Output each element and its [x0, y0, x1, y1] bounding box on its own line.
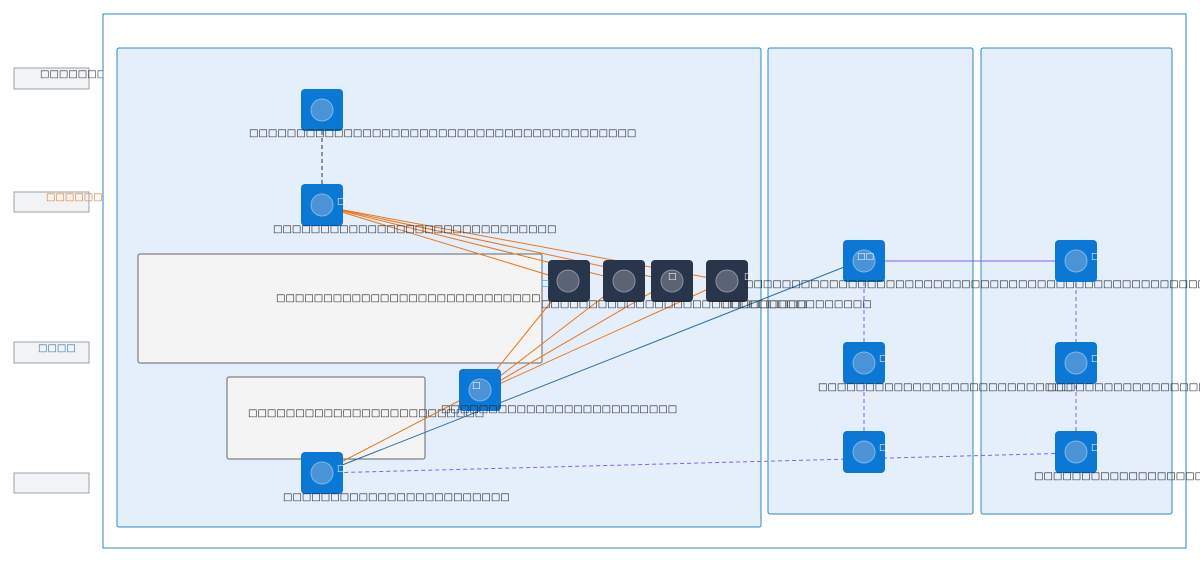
- node-3-icon: [468, 378, 492, 402]
- node-15-icon: [1064, 440, 1088, 464]
- node-1-icon: [310, 98, 334, 122]
- node-10-tag: □□: [857, 252, 874, 262]
- edge-blue: [321, 258, 864, 474]
- node-3-tag: □: [472, 381, 481, 391]
- node-14-tag: □: [1091, 354, 1100, 364]
- stack-node-4-icon: [715, 269, 739, 293]
- legend-swatch-2: [13, 191, 90, 213]
- stack-label: □□□□□□□□□□□□□□□□□□□□□□□□□□□□□□□□□□□: [541, 299, 872, 310]
- stack-node-3-icon: [660, 269, 684, 293]
- node-15-label: □□□□□□□□□□□□□□□□□□□□□□□□□□: [1034, 471, 1200, 482]
- node-9-label: □□□□□□□□□: [722, 299, 807, 310]
- node-15-tag: □: [1091, 443, 1100, 453]
- node-2-icon: [310, 193, 334, 217]
- node-11-label: □□□□□□□□□□□□□□□□□□□□□□□□□□□: [818, 382, 1073, 393]
- legend-swatch-3: [13, 341, 90, 364]
- edge-orange: [321, 205, 569, 282]
- legend-swatch-4: [13, 472, 90, 494]
- node-11-icon: [852, 351, 876, 375]
- stack-node-1-icon: [556, 269, 580, 293]
- node-14-icon: [1064, 351, 1088, 375]
- node-4-icon: [310, 461, 334, 485]
- node-13-icon: [1064, 249, 1088, 273]
- node-12-tag: □: [879, 443, 888, 453]
- stack-tag-right: □: [744, 272, 753, 282]
- node-10-label: □□□□□□□□□□□□□□□□□□□□□□□□□□□□□□□□□□□□□□□□…: [744, 279, 1200, 290]
- edge-orange: [322, 389, 481, 472]
- group-box-1: [137, 253, 543, 364]
- node-4-label: □□□□□□□□□□□□□□□□□□□□□□□□: [283, 492, 510, 503]
- node-11-tag: □: [879, 354, 888, 364]
- legend-label-3: □□□□: [38, 343, 76, 354]
- node-1-label: □□□□□□□□□□□□□□□□□□□□□□□□□□□□□□□□□□□□□□□□…: [249, 128, 636, 139]
- group-label-2: □□□□□□□□□□□□□□□□□□□□□□□□□: [248, 408, 484, 419]
- legend-swatch-1: [13, 67, 90, 90]
- stack-node-2-icon: [612, 269, 636, 293]
- edge-orange: [481, 280, 625, 391]
- node-12-icon: [852, 440, 876, 464]
- node-2-tag: □: [337, 197, 346, 207]
- group-label-1: □□□□□□□□□□□□□□□□□□□□□□□□□□□□: [276, 293, 541, 304]
- node-14-label: □□□□□□□□□□□□□□□□□□□□: [1047, 382, 1200, 393]
- legend-label-2: □□□□□□□□: [46, 192, 122, 203]
- edge-purple-dashed: [322, 452, 1077, 477]
- node-10-icon: [852, 249, 876, 273]
- node-13-tag: □: [1091, 252, 1100, 262]
- stack-tag-left: □: [541, 279, 550, 289]
- node-4-tag: □: [337, 464, 346, 474]
- node-3-label: □□□□□□□□□□□□□□□□□□□□□□□□□: [441, 404, 677, 415]
- legend-label-1: □□□□□□□□□□: [40, 69, 134, 80]
- node-2-label: □□□□□□□□□□□□□□□□□□□□□□□□□□□□□□: [273, 224, 556, 235]
- legend: □□□□□□□□□□ □□□□□□□□ □□□□: [13, 67, 134, 494]
- nodes: □□□□□□□□□□□□□□□□□□□□□□□□□□□□□□□□□□□□□□□□…: [249, 89, 1200, 503]
- stack-tag-mid: □: [668, 272, 677, 282]
